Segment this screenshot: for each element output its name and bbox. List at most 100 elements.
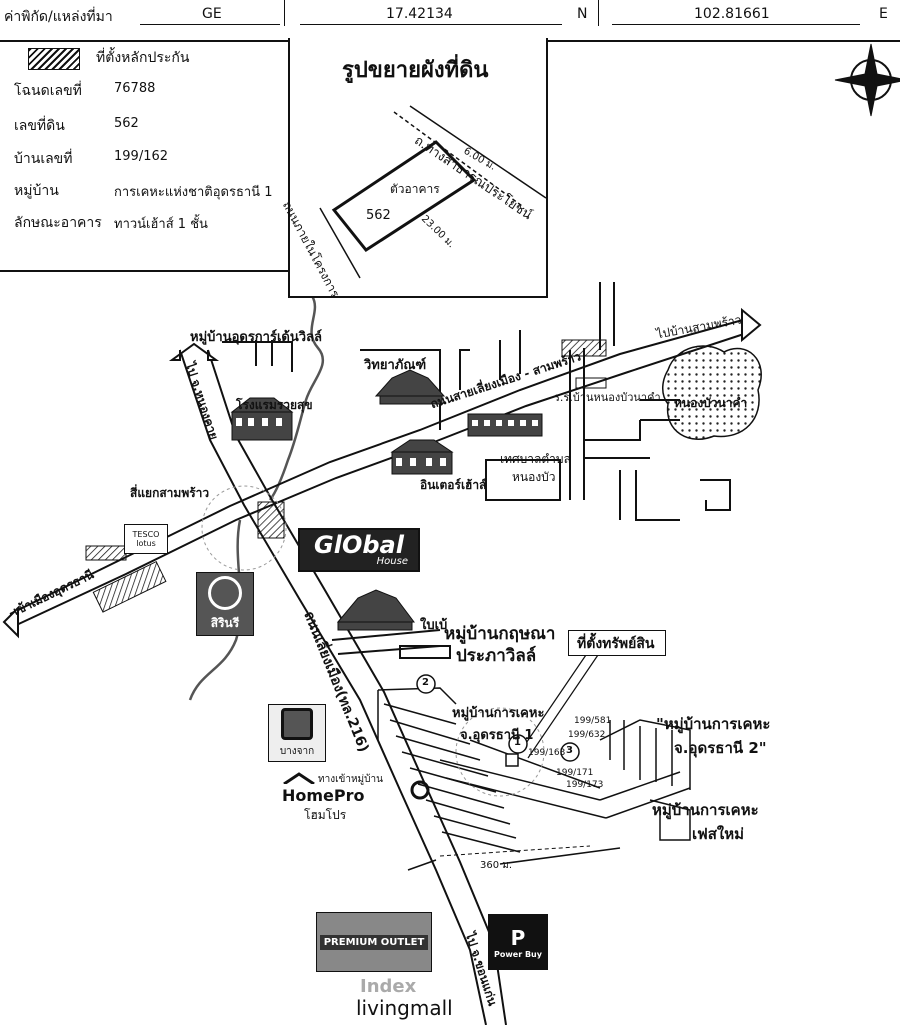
info-label: ลักษณะอาคาร	[14, 215, 102, 231]
label-baan-bay: ใบเบ้	[420, 618, 448, 633]
building-windows	[236, 418, 538, 466]
longitude-dir: E	[879, 6, 888, 22]
coord-source: GE	[202, 6, 222, 22]
tesco-logo: TESCO lotus	[124, 524, 168, 554]
lat-underline	[300, 24, 562, 25]
property-marker	[505, 753, 519, 767]
info-value: 76788	[114, 81, 156, 96]
hatch-legend-swatch	[28, 48, 80, 70]
house-number: 199/632	[568, 730, 606, 740]
estate-number-markers	[416, 674, 580, 762]
info-label: บ้านเลขที่	[14, 151, 73, 167]
compass-letter: N	[866, 72, 876, 85]
info-value: การเคหะแห่งชาติอุดรธานี 1	[114, 185, 273, 200]
flower-icon	[208, 575, 242, 610]
label-lake: หนองบัวนาคำ	[674, 396, 748, 410]
lake	[662, 345, 762, 440]
house-number: 199/581	[574, 716, 612, 726]
road-krisana	[331, 629, 451, 659]
intersection-circle	[201, 485, 287, 571]
sirin-logo: สิรินรี	[196, 572, 254, 636]
bangchak-logo: บางจาก	[268, 704, 326, 762]
label-village-krisana-1: หมู่บ้านกฤษณา	[444, 624, 556, 644]
info-label: โฉนดเลขที่	[14, 83, 82, 99]
label-distance: 360 ม.	[480, 860, 513, 871]
marker-2: 2	[422, 677, 429, 688]
label-municipality-2: หนองบัว	[512, 470, 556, 484]
label-keha2-b: จ.อุดรธานี 2"	[674, 739, 767, 757]
latitude-dir: N	[577, 6, 588, 22]
latitude: 17.42134	[386, 6, 453, 22]
creek	[188, 519, 242, 701]
property-info-panel: ที่ตั้งหลักประกัน โฉนดเลขที่ 76788 เลขที…	[0, 38, 290, 272]
house-number: 199/173	[566, 780, 604, 790]
house-number: 199/163	[528, 748, 566, 758]
global-text: GlObal	[314, 531, 404, 559]
coord-underline	[140, 24, 280, 25]
sirin-text: สิรินรี	[210, 615, 240, 630]
label-keha-new-b: เฟสใหม่	[692, 825, 745, 843]
label-entrance: ทางเข้าหมู่บ้าน	[318, 774, 383, 785]
lon-underline	[612, 24, 860, 25]
estate-circle	[455, 707, 545, 797]
power-buy-logo: P Power Buy	[488, 914, 548, 970]
premium-text: PREMIUM OUTLET	[319, 934, 429, 950]
housing-estate	[377, 687, 691, 871]
label-intersection: สี่แยกสามพร้าว	[130, 486, 210, 500]
marker-1: 1	[514, 737, 521, 748]
plot-diagram	[319, 105, 546, 279]
divider	[284, 0, 285, 26]
index-text: Index	[360, 976, 417, 997]
label-inter-house: อินเตอร์เฮ้าส์	[420, 478, 487, 492]
info-label: หมู่บ้าน	[14, 183, 59, 199]
arrow-to-samphrao	[741, 307, 762, 343]
label-keha-new-a: หมู่บ้านการเคหะ	[652, 801, 759, 819]
label-village-krisana-2: ประภาวิลล์	[456, 646, 537, 666]
label-wittayaphan: วิทยาภัณฑ์	[364, 358, 427, 373]
creek	[268, 295, 325, 501]
global-house-logo: GlObal House	[298, 528, 420, 572]
lot-number: 562	[366, 208, 391, 223]
label-keha1-a: หมู่บ้านการเคหะ	[452, 706, 545, 721]
homepro-roof-icon	[282, 772, 316, 784]
tesco-text: TESCO lotus	[132, 530, 160, 548]
highway-216	[179, 349, 507, 1025]
school-marker	[410, 780, 430, 800]
house-text: House	[376, 556, 408, 567]
label-village-udon-villa: หมู่บ้านอุดรการ์เด้นวิลล์	[190, 330, 322, 345]
label-property: ที่ตั้งทรัพย์สิน	[577, 636, 655, 652]
homepro-thai: โฮมโปร	[304, 808, 347, 822]
premium-outlet-logo: PREMIUM OUTLET	[316, 912, 432, 972]
label-hotel: โรงแรมรวยสุข	[236, 398, 313, 412]
label-keha2-a: "หมู่บ้านการเคหะ	[656, 715, 771, 733]
coord-label: ค่าพิกัด/แหล่งที่มา	[4, 9, 113, 25]
parking-stripes	[85, 339, 607, 613]
homepro-text: HomePro	[282, 786, 365, 805]
arrow-nong-khai	[168, 342, 220, 361]
plot-title: รูปขยายผังที่ดิน	[342, 58, 489, 83]
leaf-icon	[281, 707, 313, 740]
power-icon: P	[510, 925, 526, 950]
property-leader	[519, 651, 601, 759]
plot-plan-panel: รูปขยายผังที่ดิน ถ.ทางสาธารณประโยชน์ ถนน…	[280, 38, 548, 300]
building-label: ตัวอาคาร	[390, 182, 440, 196]
label-school: ร.ร.บ้านหนองบัวนาคำ	[554, 391, 661, 404]
legend-label: ที่ตั้งหลักประกัน	[96, 50, 190, 66]
divider	[598, 0, 599, 26]
label-municipality-1: เทศบาลตำบล	[500, 452, 571, 466]
power-buy-text: Power Buy	[494, 949, 542, 959]
compass-icon	[834, 43, 900, 117]
marker-3: 3	[566, 745, 573, 756]
info-label: เลขที่ดิน	[14, 118, 65, 134]
house-number: 199/171	[556, 768, 594, 778]
property-callout-box: ที่ตั้งทรัพย์สิน	[568, 630, 666, 656]
arrow-to-udon	[2, 605, 19, 639]
bangchak-text: บางจาก	[279, 745, 315, 757]
info-value: 562	[114, 116, 139, 131]
info-value: ทาวน์เฮ้าส์ 1 ชั้น	[114, 217, 208, 232]
longitude: 102.81661	[694, 6, 770, 22]
livingmall-text: livingmall	[356, 996, 453, 1020]
info-value: 199/162	[114, 149, 169, 164]
label-keha1-b: จ.อุดรธานี 1	[460, 728, 534, 743]
